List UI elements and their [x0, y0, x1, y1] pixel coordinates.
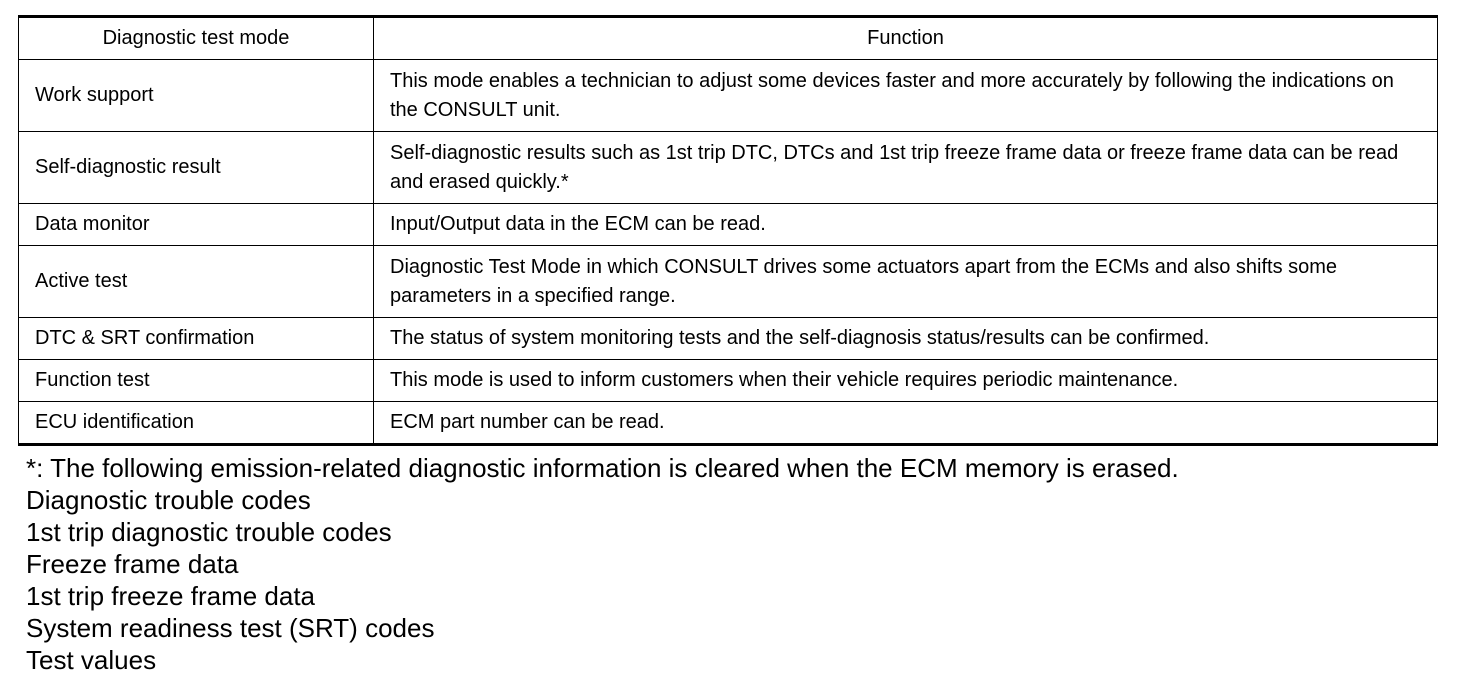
- table-row: Active test Diagnostic Test Mode in whic…: [18, 245, 1438, 318]
- table-row: Work support This mode enables a technic…: [18, 59, 1438, 132]
- mode-cell: DTC & SRT confirmation: [18, 317, 374, 360]
- function-cell: This mode enables a technician to adjust…: [373, 59, 1438, 132]
- footnote-item: System readiness test (SRT) codes: [26, 613, 435, 643]
- footnote-item: Diagnostic trouble codes: [26, 485, 311, 515]
- diagnostic-mode-table: Diagnostic test mode Function Work suppo…: [18, 15, 1438, 446]
- footnote: *: The following emission-related diagno…: [26, 452, 1456, 676]
- mode-cell: Work support: [18, 59, 374, 132]
- mode-cell: ECU identification: [18, 401, 374, 446]
- function-cell: The status of system monitoring tests an…: [373, 317, 1438, 360]
- mode-cell: Data monitor: [18, 203, 374, 246]
- header-function: Function: [373, 15, 1438, 60]
- footnote-intro: *: The following emission-related diagno…: [26, 453, 1179, 483]
- footnote-item: Freeze frame data: [26, 549, 239, 579]
- function-cell: Diagnostic Test Mode in which CONSULT dr…: [373, 245, 1438, 318]
- header-mode: Diagnostic test mode: [18, 15, 374, 60]
- table-row: ECU identification ECM part number can b…: [18, 401, 1438, 446]
- footnote-item: Test values: [26, 645, 157, 675]
- table-row: Self-diagnostic result Self-diagnostic r…: [18, 131, 1438, 204]
- function-cell: Input/Output data in the ECM can be read…: [373, 203, 1438, 246]
- mode-cell: Function test: [18, 359, 374, 402]
- table-row: Function test This mode is used to infor…: [18, 359, 1438, 402]
- footnote-item: 1st trip freeze frame data: [26, 581, 316, 611]
- function-cell: Self-diagnostic results such as 1st trip…: [373, 131, 1438, 204]
- mode-cell: Self-diagnostic result: [18, 131, 374, 204]
- function-cell: This mode is used to inform customers wh…: [373, 359, 1438, 402]
- table-header-row: Diagnostic test mode Function: [18, 15, 1438, 60]
- table-row: Data monitor Input/Output data in the EC…: [18, 203, 1438, 246]
- function-cell: ECM part number can be read.: [373, 401, 1438, 446]
- table-row: DTC & SRT confirmation The status of sys…: [18, 317, 1438, 360]
- mode-cell: Active test: [18, 245, 374, 318]
- footnote-item: 1st trip diagnostic trouble codes: [26, 517, 392, 547]
